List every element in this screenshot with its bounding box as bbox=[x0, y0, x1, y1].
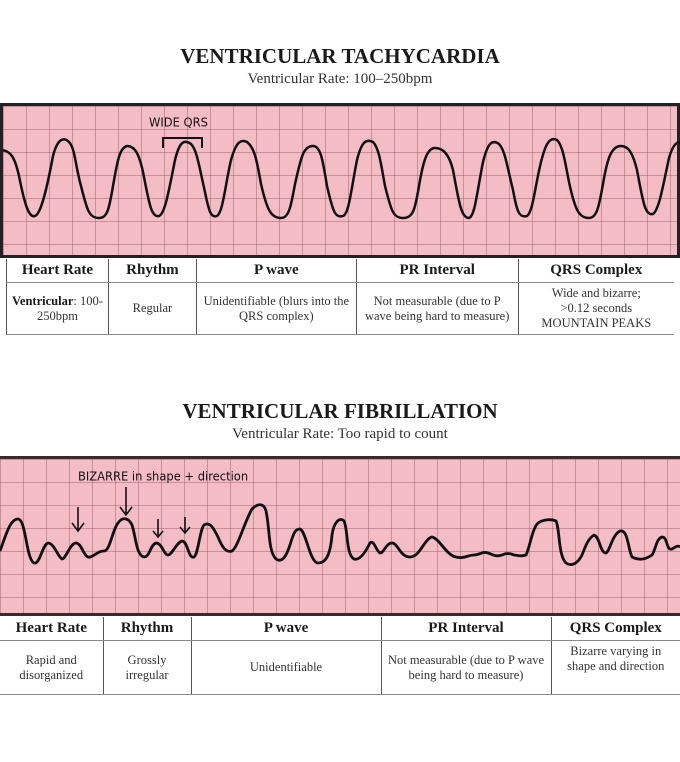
arrow-down-icon bbox=[119, 487, 133, 517]
header-p-wave: P wave bbox=[196, 259, 357, 283]
vf-info-table: Heart Rate Rhythm P wave PR Interval QRS… bbox=[0, 617, 680, 695]
arrow-down-icon bbox=[71, 507, 85, 533]
cell-p-wave: Unidentifiable bbox=[191, 640, 382, 695]
table-row: Ventricular: 100-250bpm Regular Unidenti… bbox=[6, 282, 674, 335]
arrow-down-icon bbox=[179, 517, 191, 535]
vt-title: VENTRICULAR TACHYCARDIA bbox=[180, 44, 500, 68]
cell-qrs-complex: Wide and bizarre; >0.12 seconds MOUNTAIN… bbox=[518, 282, 674, 335]
cell-qrs-complex: Bizarre varying in shape and direction bbox=[551, 640, 680, 695]
vf-table-header-row: Heart Rate Rhythm P wave PR Interval QRS… bbox=[0, 617, 680, 641]
header-p-wave: P wave bbox=[191, 617, 382, 641]
vt-info-table: Heart Rate Rhythm P wave PR Interval QRS… bbox=[6, 259, 674, 335]
header-rhythm: Rhythm bbox=[103, 617, 192, 641]
vt-subtitle: Ventricular Rate: 100–250bpm bbox=[247, 71, 433, 87]
cell-p-wave: Unidentifiable (blurs into the QRS compl… bbox=[196, 282, 357, 335]
vf-title: VENTRICULAR FIBRILLATION bbox=[182, 399, 498, 423]
heart-rate-value: : 100-250bpm bbox=[36, 293, 103, 323]
cell-rhythm: Grossly irregular bbox=[103, 640, 192, 695]
header-qrs-complex: QRS Complex bbox=[551, 617, 680, 641]
header-heart-rate: Heart Rate bbox=[6, 259, 109, 283]
vt-annotation-wide-qrs: WIDE QRS bbox=[149, 114, 208, 130]
header-heart-rate: Heart Rate bbox=[0, 617, 104, 641]
cell-heart-rate: Ventricular: 100-250bpm bbox=[6, 282, 109, 335]
heart-rate-label: Ventricular bbox=[12, 293, 74, 308]
cell-heart-rate: Rapid and disorganized bbox=[0, 640, 104, 695]
vt-ecg-trace bbox=[3, 137, 680, 220]
header-pr-interval: PR Interval bbox=[381, 617, 552, 641]
vf-subtitle: Ventricular Rate: Too rapid to count bbox=[232, 426, 448, 442]
arrow-down-icon bbox=[152, 519, 164, 539]
vf-annotation-bizarre: BIZARRE in shape + direction bbox=[78, 468, 249, 484]
table-row: Rapid and disorganized Grossly irregular… bbox=[0, 640, 680, 695]
header-rhythm: Rhythm bbox=[108, 259, 197, 283]
header-pr-interval: PR Interval bbox=[356, 259, 519, 283]
header-qrs-complex: QRS Complex bbox=[518, 259, 674, 283]
cell-pr-interval: Not measurable (due to P wave being hard… bbox=[381, 640, 552, 695]
wide-qrs-bracket bbox=[162, 137, 203, 148]
vf-arrow-group bbox=[71, 487, 191, 539]
qrs-line-3: MOUNTAIN PEAKS bbox=[541, 316, 652, 330]
vf-ecg-strip: BIZARRE in shape + direction bbox=[0, 456, 680, 616]
vt-table-header-row: Heart Rate Rhythm P wave PR Interval QRS… bbox=[6, 259, 674, 283]
cell-rhythm: Regular bbox=[108, 282, 197, 335]
vf-ecg-trace bbox=[0, 487, 680, 566]
cell-pr-interval: Not measurable (due to P wave being hard… bbox=[356, 282, 519, 335]
vt-ecg-strip: WIDE QRS bbox=[0, 103, 680, 258]
qrs-line-1: Wide and bizarre; bbox=[551, 286, 641, 300]
qrs-line-2: >0.12 seconds bbox=[560, 301, 633, 315]
